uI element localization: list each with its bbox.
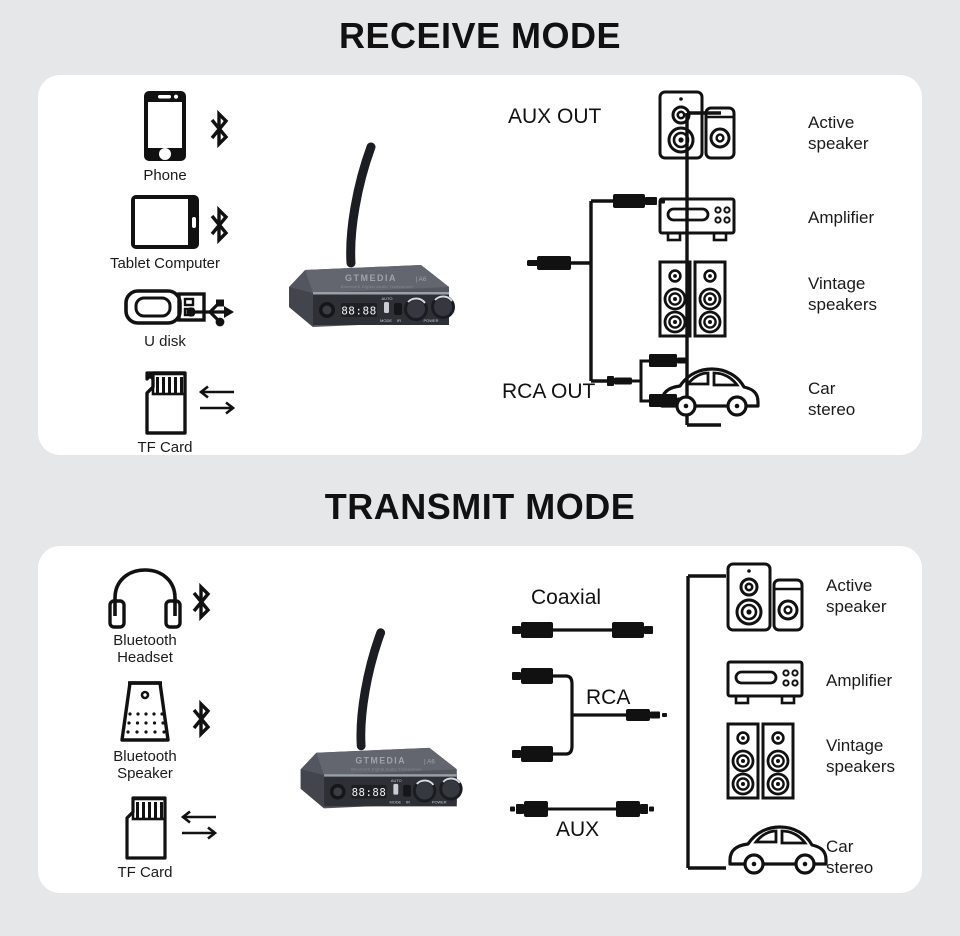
source-label: Phone bbox=[143, 167, 187, 184]
cable-label-aux-out: AUX OUT bbox=[508, 105, 602, 128]
tf-card-icon bbox=[121, 796, 169, 860]
svg-text:IR: IR bbox=[406, 799, 410, 804]
source-label: Bluetooth bbox=[113, 632, 177, 649]
aux-plug bbox=[527, 256, 571, 270]
cable-label-rca-out: RCA OUT bbox=[502, 380, 596, 403]
source-udisk: U disk bbox=[80, 287, 250, 377]
bluetooth-icon bbox=[188, 582, 214, 622]
svg-text:POWER: POWER bbox=[432, 799, 447, 804]
bluetooth-icon bbox=[206, 109, 232, 149]
svg-text:AUTO: AUTO bbox=[381, 296, 392, 301]
rca-splitter-plug bbox=[607, 376, 632, 386]
output-label: Amplifier bbox=[826, 671, 893, 690]
output-label: Active bbox=[826, 576, 873, 595]
aux-cable-icon bbox=[508, 798, 668, 820]
output-label: Active speaker bbox=[808, 113, 869, 153]
vintage-speakers-icon bbox=[658, 260, 728, 338]
receive-mode-title: RECEIVE MODE bbox=[338, 15, 622, 56]
svg-text:POWER: POWER bbox=[423, 318, 438, 323]
tf-card-icon bbox=[141, 371, 189, 435]
bluetooth-speaker-icon bbox=[116, 678, 174, 744]
cable-label-rca: RCA bbox=[586, 686, 631, 709]
bidirectional-arrows-icon bbox=[178, 808, 220, 842]
cable-label-aux: AUX bbox=[556, 818, 600, 841]
source-bluetooth-headset: Bluetooth Headset bbox=[60, 566, 230, 676]
usb-icon bbox=[186, 297, 236, 327]
output-label: Amplifier bbox=[808, 208, 875, 227]
source-tf-card: TF Card bbox=[80, 371, 250, 457]
output-label: Car stereo bbox=[808, 379, 856, 419]
svg-text:MODE: MODE bbox=[389, 799, 401, 804]
svg-text:IR: IR bbox=[397, 318, 401, 323]
svg-text:GTMEDIA: GTMEDIA bbox=[345, 273, 397, 283]
bluetooth-icon bbox=[206, 205, 232, 245]
source-label: Tablet Computer bbox=[109, 255, 221, 272]
receive-mode-card: Phone Tablet Computer bbox=[38, 75, 922, 457]
svg-text:GTMEDIA: GTMEDIA bbox=[355, 755, 406, 765]
transceiver-device-transmit: 88:88 AUTO MODE IR POWER GTMEDIA bbox=[263, 621, 473, 821]
car-icon bbox=[726, 818, 830, 876]
svg-text:MODE: MODE bbox=[380, 318, 392, 323]
phone-icon bbox=[142, 89, 188, 163]
source-tablet: Tablet Computer bbox=[80, 193, 250, 293]
output-label: speakers bbox=[808, 295, 877, 314]
coaxial-cable-icon bbox=[508, 619, 668, 641]
output-label: speaker bbox=[826, 597, 887, 616]
output-label: Vintage bbox=[808, 274, 866, 293]
transmit-wiring-bracket bbox=[648, 566, 728, 876]
output-label: Car stereo bbox=[826, 837, 874, 877]
vintage-speakers-icon bbox=[726, 722, 796, 800]
output-label: Vintage bbox=[826, 736, 884, 755]
source-bluetooth-speaker: Bluetooth Speaker bbox=[60, 678, 230, 788]
source-label: Bluetooth bbox=[113, 748, 177, 765]
car-icon bbox=[658, 360, 762, 418]
svg-text:88:88: 88:88 bbox=[352, 786, 387, 799]
active-speaker-icon bbox=[658, 90, 736, 162]
usb-flash-drive-icon bbox=[124, 287, 206, 327]
cable-label-coaxial: Coaxial bbox=[531, 586, 602, 609]
svg-text:Bluetooth Digital Audio Transc: Bluetooth Digital Audio Transceiver bbox=[351, 766, 422, 771]
bidirectional-arrows-icon bbox=[196, 383, 238, 417]
headphones-icon bbox=[108, 566, 182, 629]
amplifier-icon bbox=[726, 658, 806, 708]
amplifier-icon bbox=[658, 195, 738, 245]
source-label: Speaker bbox=[117, 765, 173, 782]
rca-y-cable-icon bbox=[508, 668, 678, 768]
source-phone: Phone bbox=[80, 89, 250, 194]
active-speaker-icon bbox=[726, 562, 804, 634]
svg-text:AUTO: AUTO bbox=[391, 778, 402, 783]
transmit-mode-title: TRANSMIT MODE bbox=[324, 486, 636, 527]
aux-plug-top bbox=[613, 194, 665, 208]
tablet-icon bbox=[129, 193, 201, 251]
svg-text:88:88: 88:88 bbox=[341, 305, 377, 318]
rca-connector-top bbox=[649, 354, 686, 367]
receive-wiring bbox=[483, 85, 721, 435]
source-label: TF Card bbox=[137, 439, 193, 456]
source-label: U disk bbox=[144, 333, 186, 350]
transmit-mode-card: Bluetooth Headset bbox=[38, 546, 922, 893]
svg-text:Bluetooth Digital Audio Transc: Bluetooth Digital Audio Transceiver bbox=[341, 284, 414, 289]
source-label: TF Card bbox=[117, 864, 173, 881]
source-tf-card: TF Card bbox=[60, 796, 230, 886]
transceiver-device-receive: 88:88 AUTO MODE IR PO bbox=[253, 135, 463, 340]
svg-text:| A6: | A6 bbox=[415, 276, 426, 283]
bluetooth-icon bbox=[188, 699, 214, 739]
svg-text:| A6: | A6 bbox=[424, 758, 435, 765]
source-label: Headset bbox=[117, 649, 173, 666]
output-label: speakers bbox=[826, 757, 895, 776]
